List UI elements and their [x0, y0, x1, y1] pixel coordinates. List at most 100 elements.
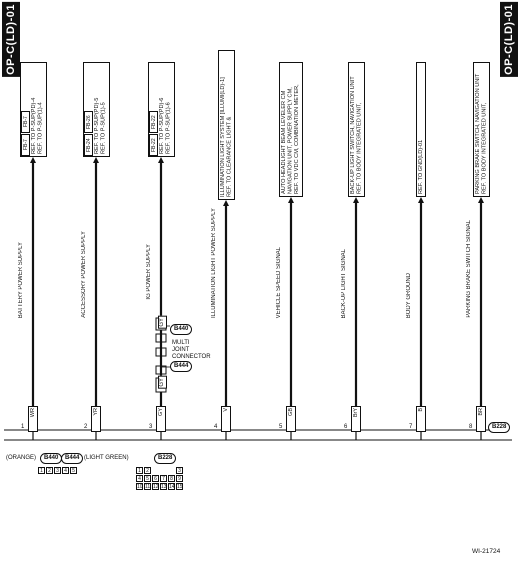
- joint-label-3: CONNECTOR: [172, 354, 211, 360]
- pin-color-text-c1: WR: [30, 408, 36, 418]
- joint-label-1: MULTI: [172, 340, 190, 346]
- signal-label-c8: PARKING BRAKE SWITCH SIGNAL: [466, 220, 472, 318]
- grid-r2-5: 9: [176, 475, 183, 482]
- grid-r2-0: 4: [136, 475, 143, 482]
- arrow-c3: [158, 157, 164, 163]
- grid-r3-2: 12: [152, 483, 159, 490]
- arrow-c5: [288, 197, 294, 203]
- grid-r1-2: [152, 467, 159, 474]
- grid-r3-1: 11: [144, 483, 151, 490]
- pin-c5: GB: [286, 406, 296, 432]
- ref-box-c8: PARKING BRAKE SWITCH, NAVIGATION UNIT RE…: [472, 62, 490, 197]
- signal-label-c3: IG POWER SUPPLY: [146, 244, 152, 300]
- grid-r2-3: 7: [160, 475, 167, 482]
- signal-label-c2: ACCESSORY POWER SUPPLY: [81, 231, 87, 318]
- signal-label-c4: ILLUMINATION LIGHT POWER SUPPLY: [211, 207, 217, 318]
- arrow-c8: [478, 197, 484, 203]
- pin-number-c5: 5: [279, 424, 283, 430]
- legend-code-b228: B228: [154, 453, 177, 464]
- grid-r3-0: 10: [136, 483, 143, 490]
- grid-r3-3: 13: [160, 483, 167, 490]
- arrow-c2: [93, 157, 99, 163]
- grid-r2-1: 5: [144, 475, 151, 482]
- pin-c2: YR: [91, 406, 101, 432]
- pin-c4: V: [221, 406, 231, 432]
- joint-bottom-code: B444: [170, 361, 193, 372]
- pin-color-text-c4: V: [223, 408, 229, 412]
- pin-color-text-c5: GB: [288, 408, 294, 416]
- pin-c3: GY: [156, 406, 166, 432]
- pin-color-text-c2: YR: [93, 408, 99, 416]
- signal-label-c6: BACK-UP LIGHT SIGNAL: [341, 248, 347, 318]
- pin-number-c3: 3: [149, 424, 153, 430]
- grid-r2-4: 8: [168, 475, 175, 482]
- joint-label-2: JOINT: [172, 347, 190, 353]
- arrow-c4: [223, 200, 229, 206]
- small-pin-1: 2: [46, 467, 53, 474]
- signal-label-c7: BODY GROUND: [406, 272, 412, 318]
- signal-label-c5: VEHICLE SPEED SIGNAL: [276, 246, 282, 318]
- arrow-c7: [418, 197, 424, 203]
- signal-label-c1: BATTERY POWER SUPPLY: [18, 241, 24, 318]
- pin-number-c7: 7: [409, 424, 413, 430]
- small-pin-4: 5: [70, 467, 77, 474]
- pin-number-c1: 1: [21, 424, 25, 430]
- fb-tag-c2-1: FB-24: [83, 134, 93, 156]
- fb-tag-c3-0: FB-22: [148, 111, 158, 133]
- grid-r2-2: 6: [152, 475, 159, 482]
- joint-top-color: GY: [158, 316, 167, 329]
- pin-number-c4: 4: [214, 424, 218, 430]
- legend-orange-label: (ORANGE): [6, 455, 36, 461]
- ref-text-c5: AUTO HEADLIGHT BEAM LEVELER CM NAVIGATIO…: [281, 84, 301, 194]
- ref-box-c4: ILLUMINATION LIGHT SYSTEM [ILLUMI(LD)-1]…: [217, 50, 235, 200]
- ref-text-c2: REF. TO P-SUP(PD)-5 REF. TO P-SUP(1)-5: [93, 97, 107, 154]
- pin-color-text-c7: B: [418, 408, 424, 412]
- pin-number-c2: 2: [84, 424, 88, 430]
- pin-c7: B: [416, 406, 426, 432]
- ref-text-c6: BACK-UP LIGHT SWITCH, NAVIGATION UNIT RE…: [349, 76, 363, 194]
- ref-text-c8: PARKING BRAKE SWITCH, NAVIGATION UNIT RE…: [474, 73, 488, 194]
- small-pin-3: 4: [62, 467, 69, 474]
- grid-r1-3: 3: [176, 467, 183, 474]
- legend-code-b444: B444: [61, 453, 84, 464]
- ref-text-c4: ILLUMINATION LIGHT SYSTEM [ILLUMI(LD)-1]…: [219, 77, 233, 197]
- ref-text-c7: REF. TO GND(LD)-01: [417, 139, 424, 194]
- ref-box-c5: AUTO HEADLIGHT BEAM LEVELER CM NAVIGATIO…: [279, 62, 303, 197]
- grid-r1-0: 1: [136, 467, 143, 474]
- pin-number-c6: 6: [344, 424, 348, 430]
- ref-text-c1: REF. TO P-SUP(PD)-4 REF. TO P-SUP(1)-4: [30, 97, 44, 154]
- small-pin-0: 1: [38, 467, 45, 474]
- pin-c6: BrY: [351, 406, 361, 432]
- arrow-c1: [30, 157, 36, 163]
- ref-box-c6: BACK-UP LIGHT SWITCH, NAVIGATION UNIT RE…: [347, 62, 365, 197]
- ref-text-c3: REF. TO P-SUP(PD)-6 REF. TO P-SUP(1)-6: [158, 97, 172, 154]
- pin-color-text-c6: BrY: [353, 408, 359, 418]
- small-pin-2: 3: [54, 467, 61, 474]
- pin-c8: BR: [476, 406, 486, 432]
- ref-box-c7: REF. TO GND(LD)-01: [415, 62, 427, 197]
- pin-color-text-c3: GY: [158, 408, 164, 416]
- pin-number-c8: 8: [469, 424, 473, 430]
- joint-top-code: B440: [170, 324, 193, 335]
- pin-color-text-c8: BR: [478, 408, 484, 416]
- grid-r3-4: 14: [168, 483, 175, 490]
- fb-tag-c3-1: FB-22: [148, 134, 158, 156]
- pin-c1: WR: [28, 406, 38, 432]
- arrow-c6: [353, 197, 359, 203]
- connector-b228-tag: B228: [488, 422, 511, 433]
- fb-tag-c1-0: FB-7: [20, 111, 30, 133]
- corner-label-right: OP-C(LD)-01: [500, 2, 518, 77]
- fb-tag-c2-0: FB-26: [83, 111, 93, 133]
- grid-r1-1: 2: [144, 467, 151, 474]
- corner-label-left: OP-C(LD)-01: [2, 2, 20, 77]
- legend-code-b440: B440: [40, 453, 63, 464]
- joint-bottom-color: GY: [158, 376, 167, 389]
- figure-id: WI-21724: [472, 548, 501, 555]
- legend-green-label: (LIGHT GREEN): [84, 455, 129, 461]
- grid-r3-5: 15: [176, 483, 183, 490]
- fb-tag-c1-1: FB-7: [20, 134, 30, 156]
